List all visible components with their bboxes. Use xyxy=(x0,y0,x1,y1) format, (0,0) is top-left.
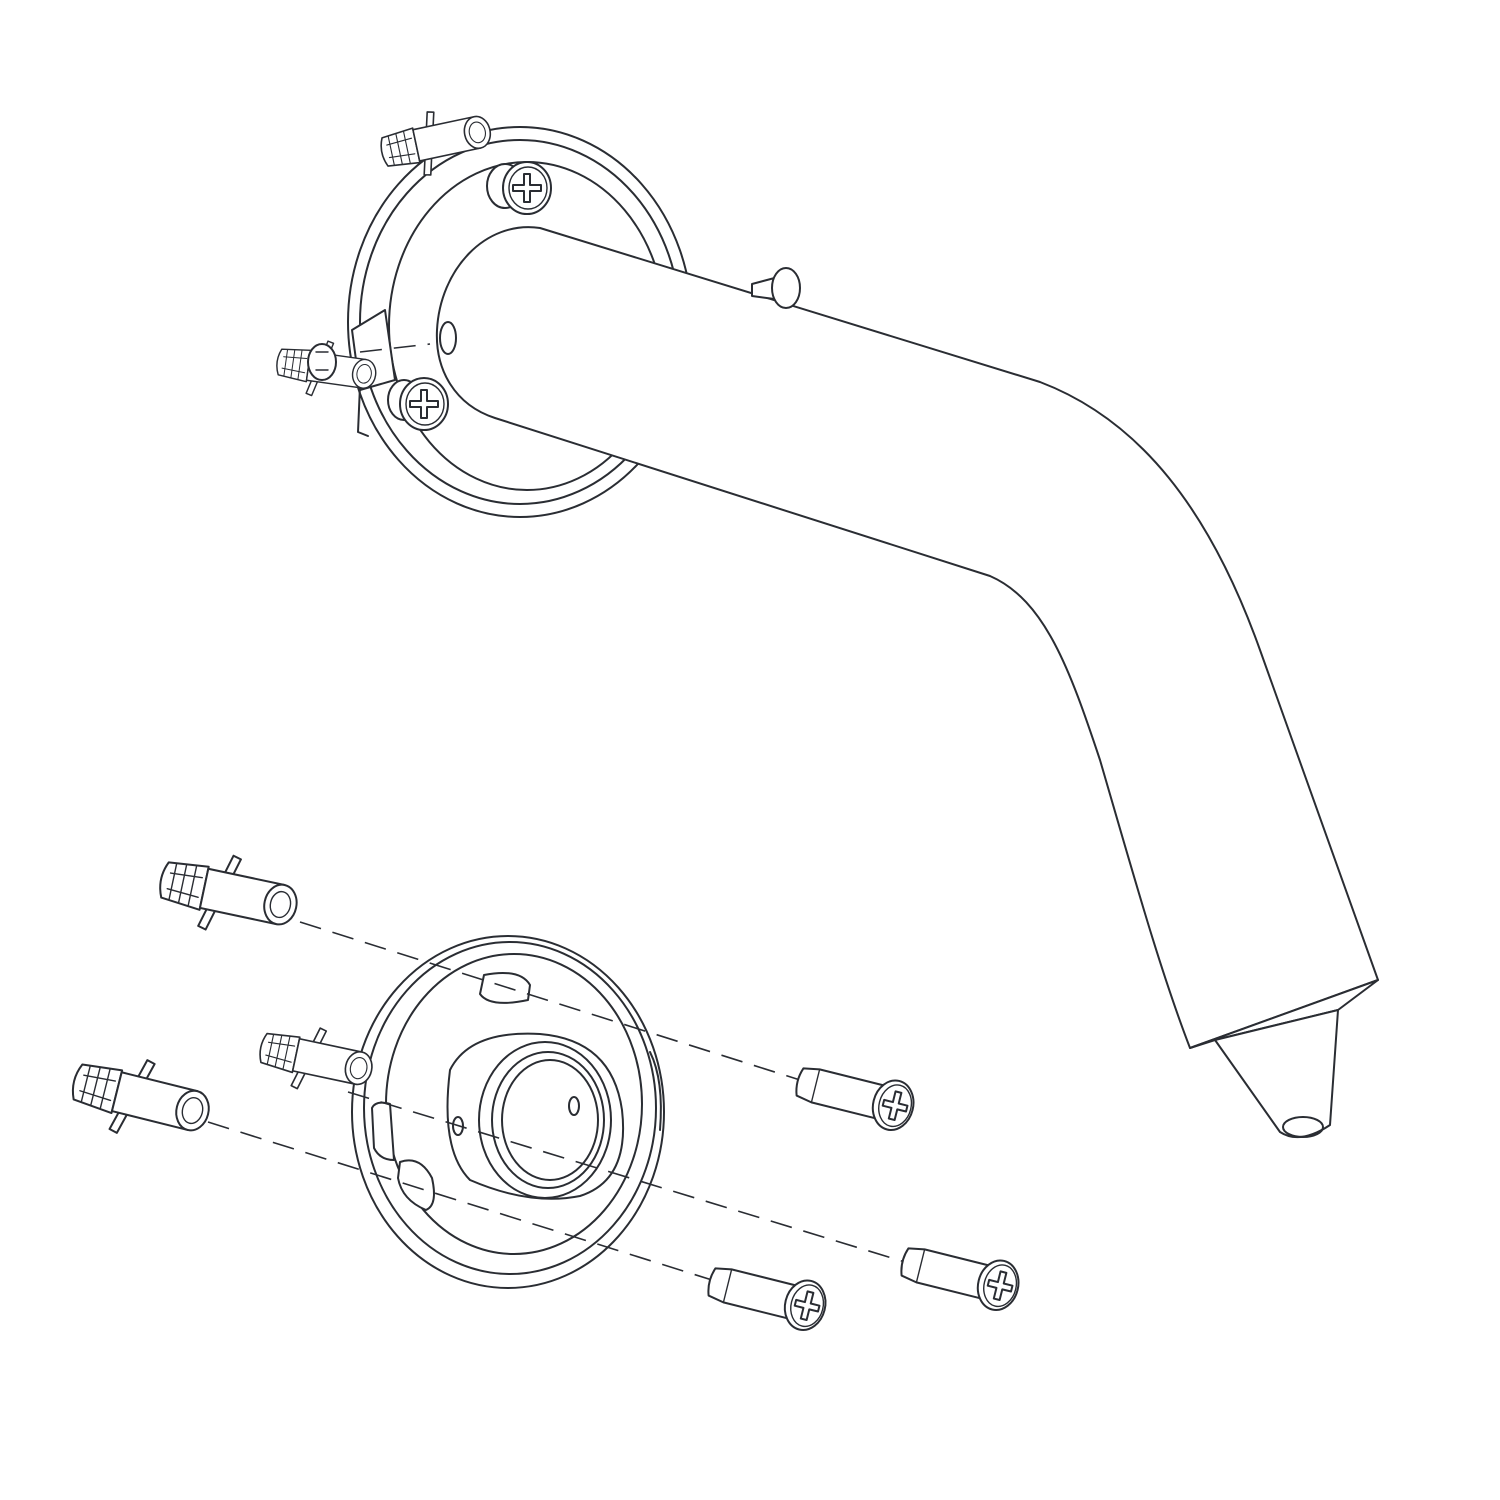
rose-slot-top xyxy=(479,972,531,1004)
grub-screw-hole xyxy=(439,321,457,355)
spindle-collar xyxy=(478,1041,612,1199)
rose-slot-bottom xyxy=(397,1159,435,1211)
wall-plug-1 xyxy=(151,840,305,948)
wall-plug-2 xyxy=(63,1043,219,1155)
lever-handle xyxy=(272,99,1379,1139)
assembled-screw-top xyxy=(486,161,552,215)
phillips-screw-1 xyxy=(790,1056,920,1136)
alignment-lines xyxy=(207,921,906,1281)
lever-arm xyxy=(435,226,1379,1049)
assembled-screw-bottom xyxy=(387,377,449,431)
mounting-rose xyxy=(351,935,665,1289)
phillips-screw-3 xyxy=(895,1236,1025,1316)
assembled-screw-side xyxy=(751,267,801,309)
phillips-screw-2 xyxy=(702,1256,832,1336)
